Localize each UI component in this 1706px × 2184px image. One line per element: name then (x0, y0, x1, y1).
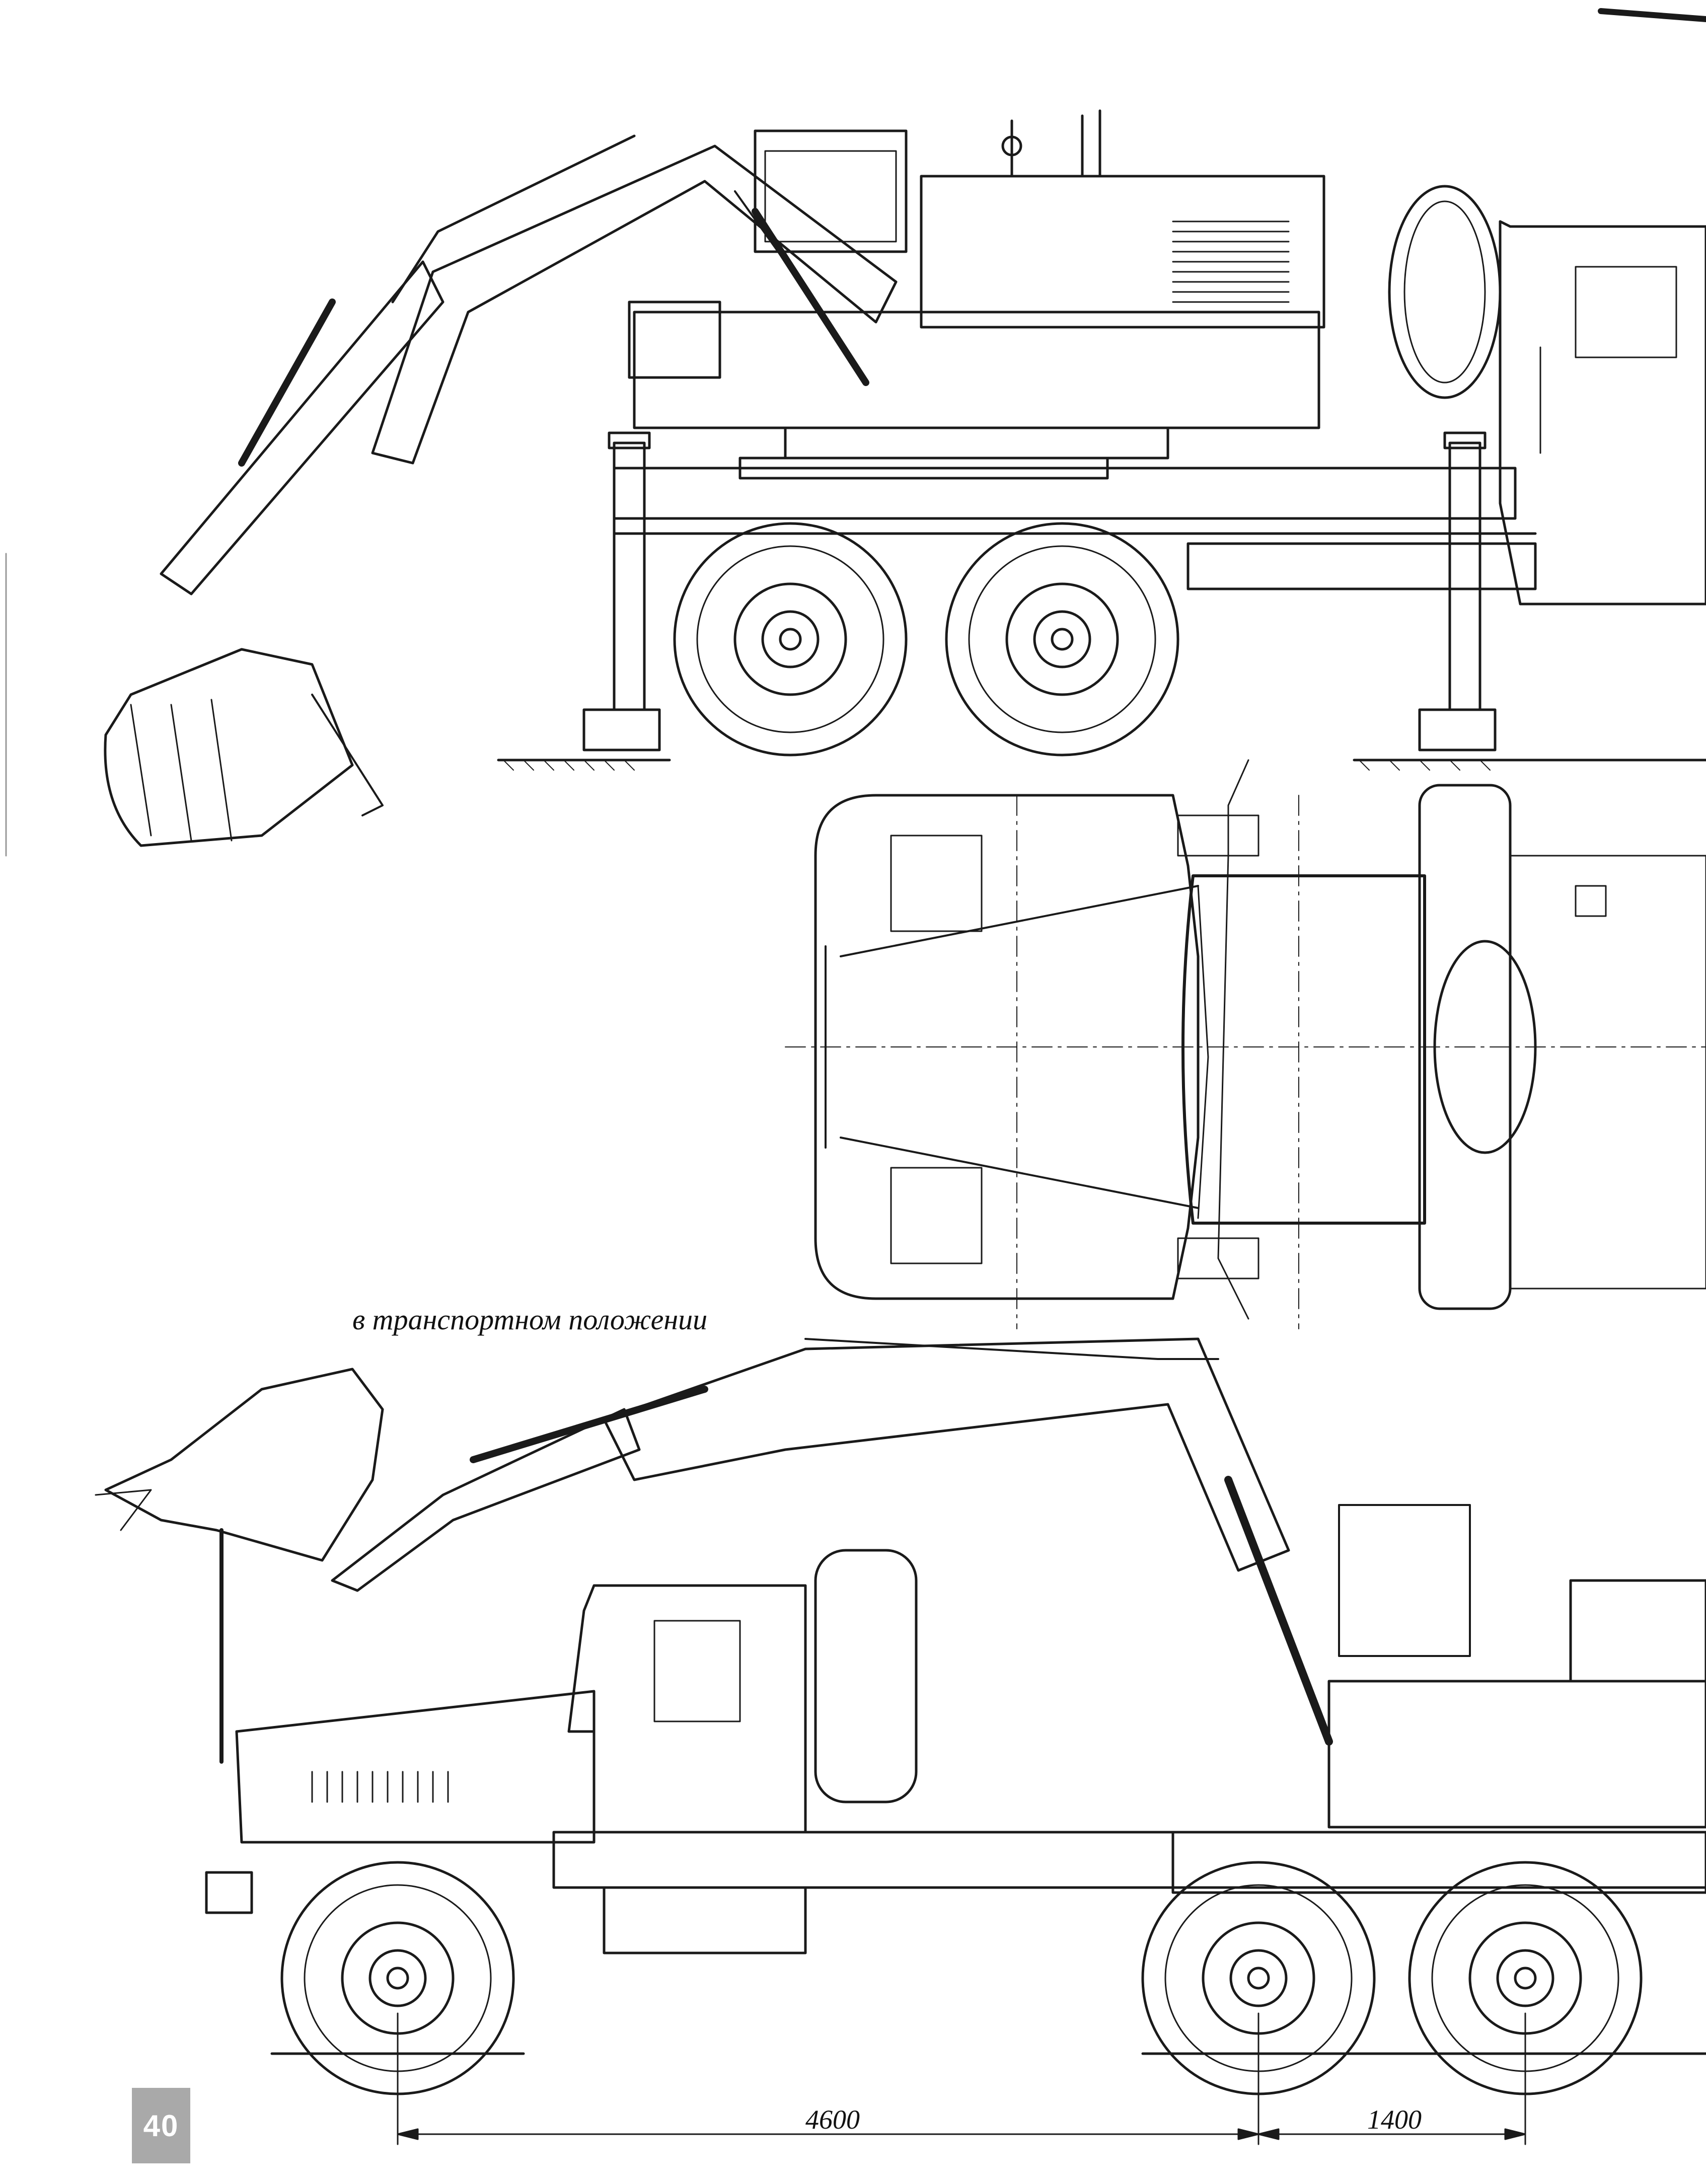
outrigger-left (613, 441, 646, 711)
arm-cylinder (238, 298, 336, 467)
page-number: 40 (143, 2108, 179, 2143)
transport-view (95, 1337, 1706, 2145)
transport-position-caption: в транспортном положении (352, 1303, 708, 1336)
rear-wheel-2 (945, 522, 1179, 757)
transport-boom-upper (804, 1338, 1219, 1360)
top-view (785, 759, 1706, 1329)
transport-spare-wheel (814, 1549, 918, 1803)
cab-roof (1181, 874, 1426, 1225)
excavator-house (633, 311, 1320, 429)
transport-arm (331, 1408, 641, 1592)
spare-wheel (1388, 185, 1502, 399)
transport-hood (235, 1690, 596, 1844)
transport-frame (552, 1831, 1706, 1889)
bucket (104, 648, 354, 847)
arm (160, 260, 444, 595)
dimension-lines (397, 2012, 1526, 2145)
main-boom (371, 144, 898, 465)
transport-house (1327, 1680, 1706, 1829)
chassis-frame (613, 467, 1517, 520)
edge-mark-top (1598, 8, 1706, 22)
page-number-badge: 40 (132, 2088, 190, 2163)
excavator-working-view (104, 109, 1706, 847)
rear-wheel-1 (673, 522, 908, 757)
truck-cab (1499, 220, 1706, 606)
transport-cab (567, 1584, 807, 1834)
transport-bucket (104, 1368, 384, 1562)
hood-top (814, 794, 1200, 1300)
dimension-label-wheelbase-rear: 1400 (1367, 2104, 1422, 2135)
transport-boom (603, 1337, 1290, 1572)
transport-boom-cylinder (1224, 1476, 1333, 1746)
dimension-label-wheelbase-front: 4600 (805, 2104, 860, 2135)
outrigger-right (1448, 441, 1481, 711)
